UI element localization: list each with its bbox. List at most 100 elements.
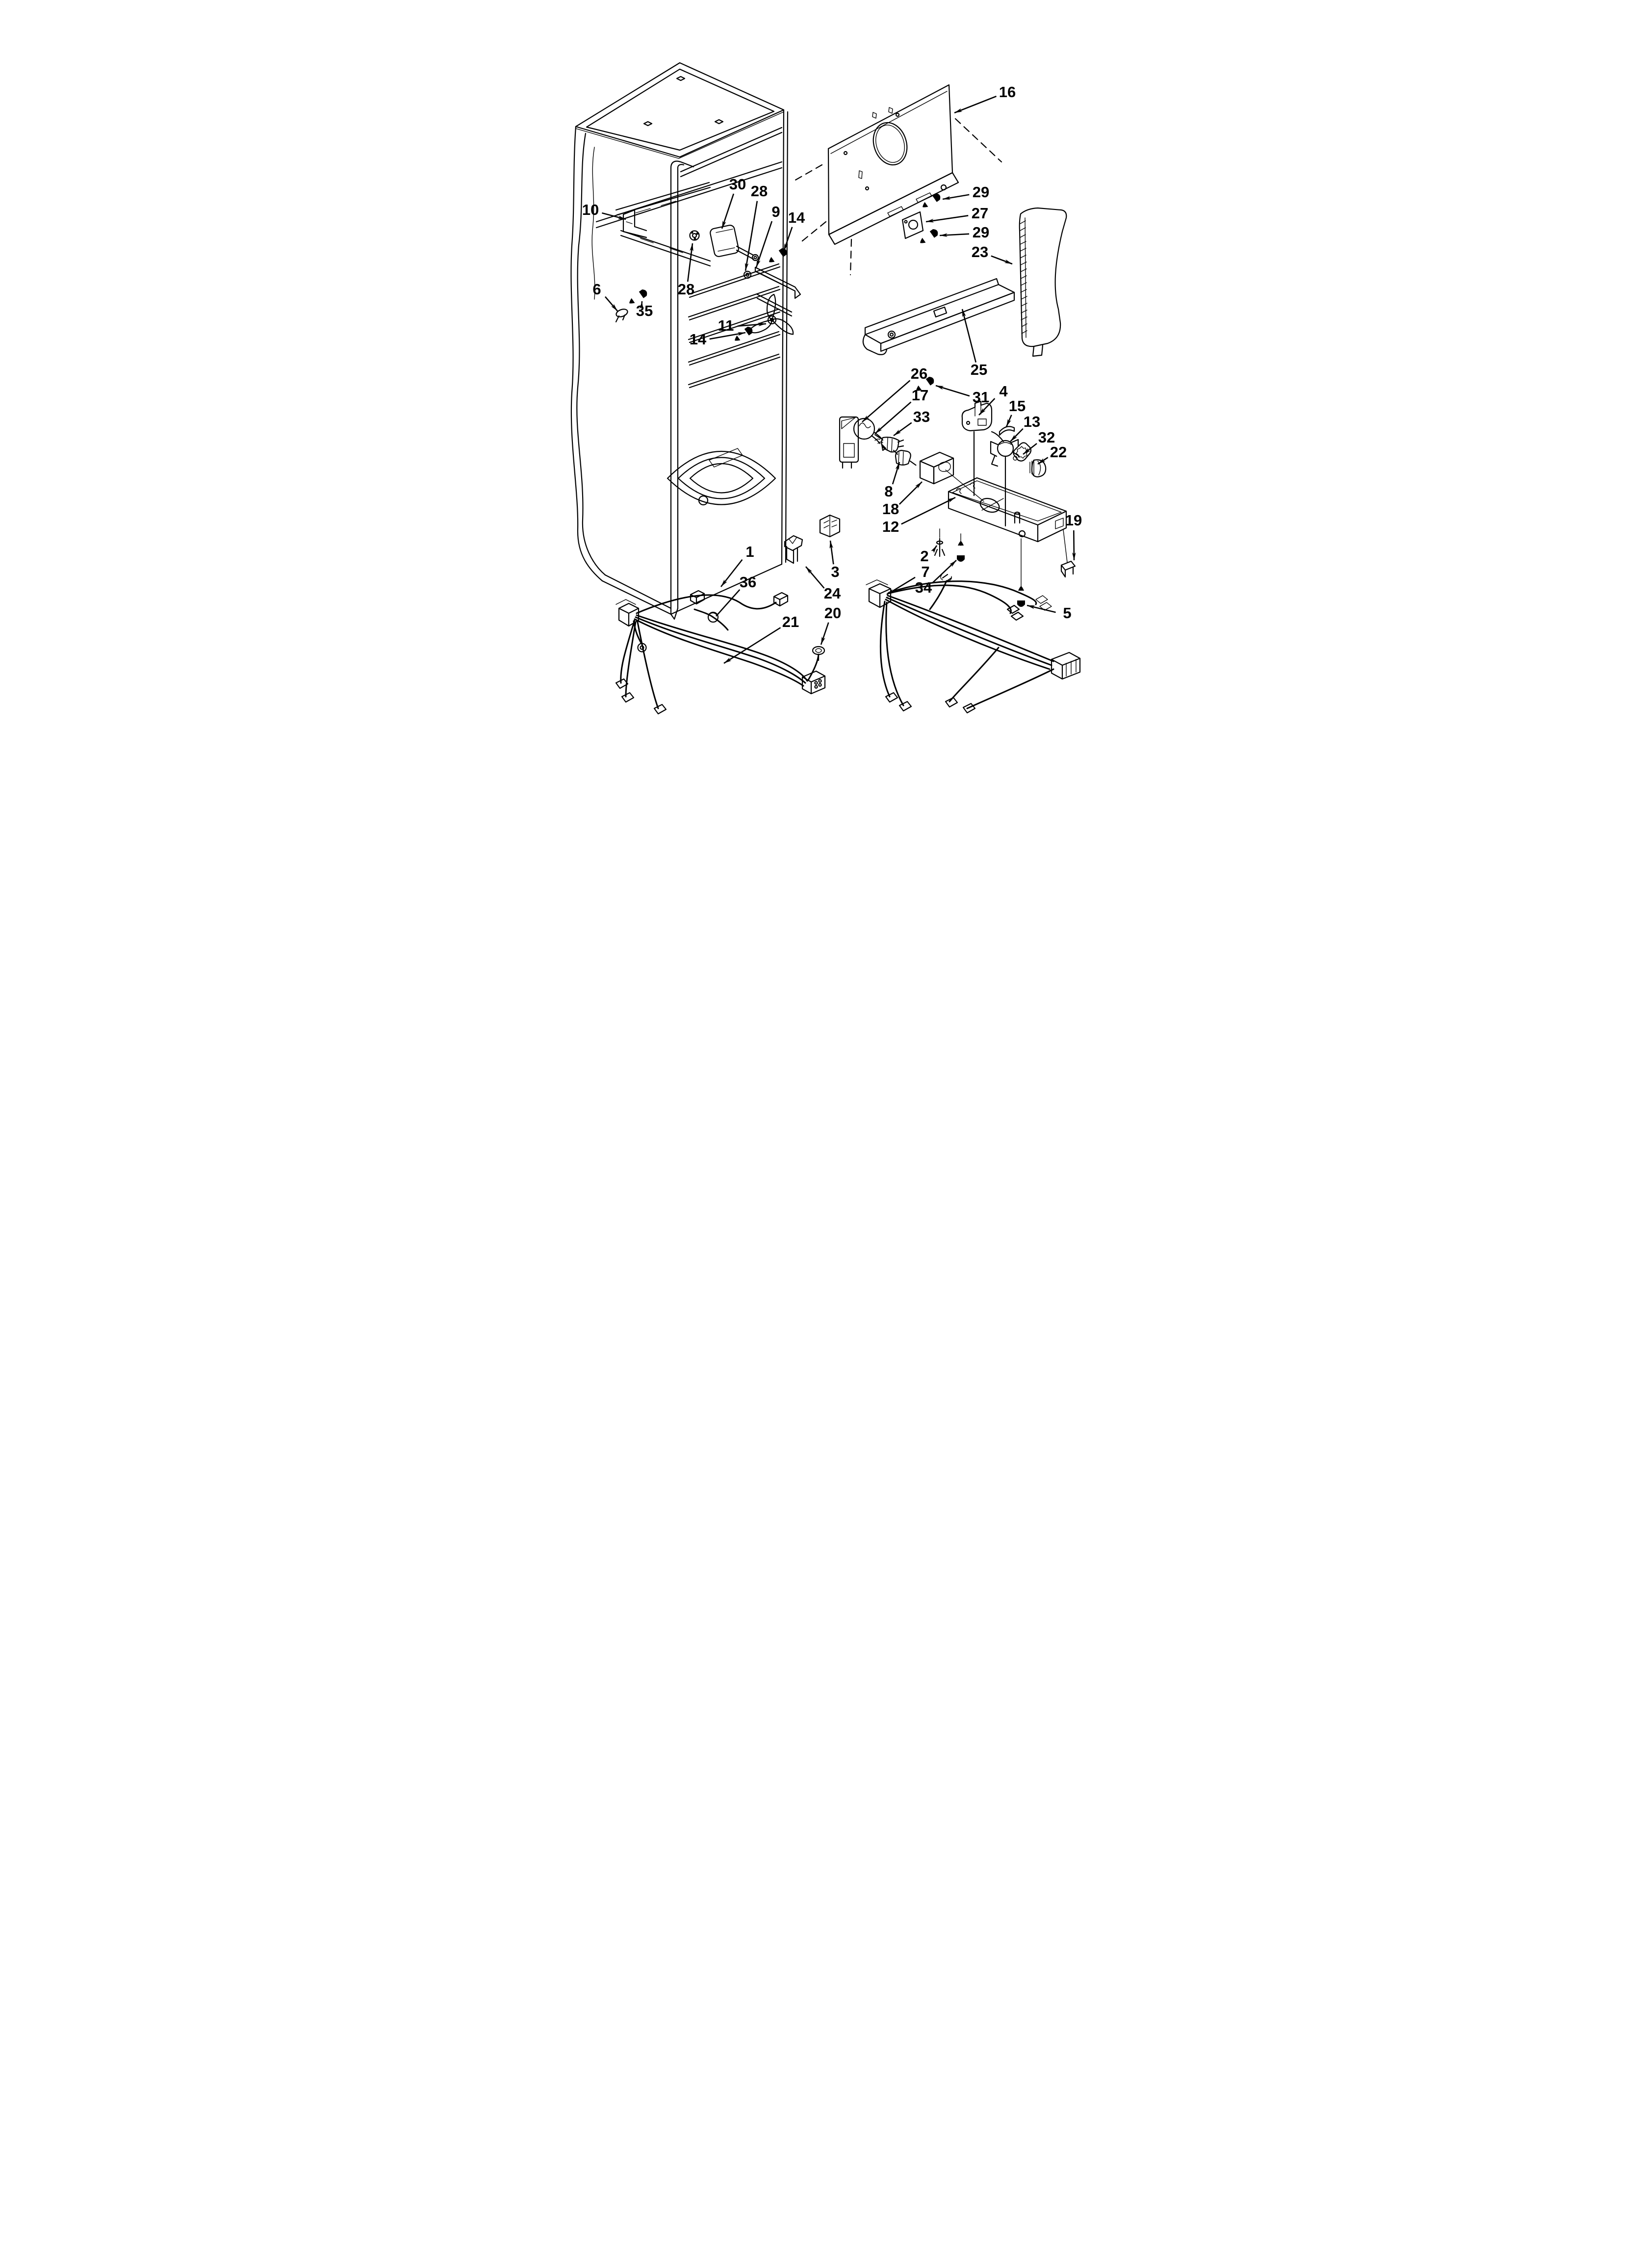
callout-leader-8 bbox=[892, 462, 900, 485]
callout-number-11-14: 11 bbox=[718, 317, 734, 334]
assembly-dashes bbox=[874, 434, 918, 467]
support-bracket-art bbox=[620, 230, 711, 267]
grommet-28-upper-art bbox=[689, 230, 700, 241]
callout-leader-3 bbox=[829, 540, 834, 565]
drain-tray-25-art bbox=[862, 278, 1015, 355]
callout-number-22-24: 22 bbox=[1050, 443, 1067, 461]
callout-leader-25 bbox=[961, 309, 977, 363]
callout-number-23-9: 23 bbox=[972, 243, 988, 261]
right-harness-7-art bbox=[866, 579, 1081, 714]
callout-leader-9 bbox=[755, 221, 773, 268]
callout-number-12-27: 12 bbox=[882, 518, 899, 535]
callout-number-19-28: 19 bbox=[1065, 512, 1082, 529]
screw-29b-art bbox=[918, 228, 940, 246]
callout-number-33-19: 33 bbox=[913, 408, 930, 425]
callout-leader-22 bbox=[1037, 457, 1049, 465]
bracket-10-art bbox=[622, 209, 647, 238]
callout-number-6-10: 6 bbox=[592, 281, 601, 298]
callout-leader-20 bbox=[820, 622, 829, 645]
callout-leader-30 bbox=[721, 193, 735, 229]
screw-leaders bbox=[960, 533, 1022, 589]
callout-number-1-33: 1 bbox=[745, 543, 754, 560]
clip-19-art bbox=[1060, 560, 1076, 578]
hole-plug-6-art bbox=[615, 309, 628, 323]
callout-number-30-2: 30 bbox=[729, 176, 746, 193]
liner-left-wall bbox=[570, 126, 606, 582]
shelf-support-ribs bbox=[688, 263, 781, 389]
parts-diagram: 1610302891429272923635281411253126173341… bbox=[570, 62, 1082, 715]
callout-number-28-12: 28 bbox=[678, 281, 694, 298]
callout-number-31-16: 31 bbox=[973, 389, 989, 406]
callout-leader-1 bbox=[720, 559, 743, 587]
callout-leader-31 bbox=[935, 385, 970, 397]
callout-leader-27 bbox=[925, 215, 969, 223]
grommet-28-lower-art bbox=[743, 270, 752, 279]
defrost-cam-32-art bbox=[1013, 442, 1032, 462]
evap-fan-motor-30-art bbox=[710, 225, 759, 261]
callout-leader-26 bbox=[862, 380, 911, 422]
screw-34-art bbox=[957, 541, 965, 562]
bulb-socket-33-art bbox=[881, 437, 904, 453]
callout-leader-32 bbox=[1023, 443, 1037, 455]
screw-5-art bbox=[1017, 586, 1025, 607]
air-shroud-23-art bbox=[1019, 207, 1067, 357]
left-harness-21-art bbox=[615, 590, 826, 715]
callout-number-35-11: 35 bbox=[636, 302, 653, 319]
callout-number-7-30: 7 bbox=[921, 563, 929, 580]
screw-14-upper-art bbox=[767, 247, 789, 265]
callout-leader-33 bbox=[893, 422, 912, 437]
callout-number-4-20: 4 bbox=[999, 383, 1008, 400]
evaporator-panel-16-art bbox=[794, 84, 1002, 276]
callout-leader-14 bbox=[709, 332, 746, 340]
callout-number-28-3: 28 bbox=[751, 182, 768, 200]
callout-leader-28 bbox=[744, 201, 758, 271]
leader-19 bbox=[1063, 529, 1068, 563]
callout-leader-5 bbox=[1026, 604, 1056, 613]
callout-number-17-18: 17 bbox=[912, 387, 928, 404]
callout-number-26-17: 26 bbox=[911, 365, 927, 382]
crisper-floor bbox=[667, 448, 776, 506]
callout-number-32-23: 32 bbox=[1038, 429, 1055, 446]
callout-number-29-6: 29 bbox=[973, 183, 989, 201]
clip-3-art bbox=[819, 514, 841, 538]
callout-leader-13 bbox=[1010, 428, 1024, 442]
spring-clip-15-art bbox=[999, 426, 1015, 436]
liner-top-panel bbox=[575, 62, 785, 159]
fan-blade-11-art bbox=[748, 293, 794, 335]
callout-number-24-35: 24 bbox=[824, 585, 841, 602]
callout-leader-11 bbox=[737, 322, 767, 327]
callout-number-34-31: 34 bbox=[915, 579, 932, 596]
callout-leader-29 bbox=[939, 233, 970, 237]
callout-leader-4 bbox=[978, 398, 996, 416]
callout-leader-34 bbox=[932, 560, 957, 584]
callout-number-36-36: 36 bbox=[740, 574, 756, 591]
callout-number-3-34: 3 bbox=[831, 563, 839, 580]
lamp-lens-18-art bbox=[919, 451, 984, 502]
fan-bracket-9-art bbox=[754, 266, 801, 317]
callout-leader-36 bbox=[716, 589, 741, 617]
sensor-24-art bbox=[784, 535, 803, 564]
callout-number-8-25: 8 bbox=[884, 483, 893, 500]
control-box-12-art bbox=[948, 477, 1067, 543]
callout-number-25-15: 25 bbox=[971, 361, 987, 378]
callout-leader-16 bbox=[954, 96, 997, 114]
callout-leader-17 bbox=[874, 401, 912, 434]
liner-edges bbox=[601, 109, 789, 615]
callout-number-16-0: 16 bbox=[999, 83, 1016, 101]
callout-number-5-32: 5 bbox=[1063, 604, 1071, 622]
callout-leader-23 bbox=[991, 255, 1013, 265]
callout-number-14-13: 14 bbox=[690, 331, 707, 348]
callout-number-10-1: 10 bbox=[582, 201, 599, 218]
callout-leader-2 bbox=[930, 545, 938, 553]
socket-clip-8-art bbox=[895, 449, 911, 466]
callout-number-13-22: 13 bbox=[1024, 413, 1040, 430]
callout-leader-18 bbox=[898, 481, 923, 505]
callout-number-2-29: 2 bbox=[920, 547, 928, 565]
callout-number-20-37: 20 bbox=[824, 604, 841, 622]
callout-leader-6 bbox=[604, 296, 618, 312]
drain-check-2-art bbox=[934, 528, 946, 557]
callout-number-15-21: 15 bbox=[1009, 397, 1026, 415]
callout-number-14-5: 14 bbox=[788, 209, 805, 226]
